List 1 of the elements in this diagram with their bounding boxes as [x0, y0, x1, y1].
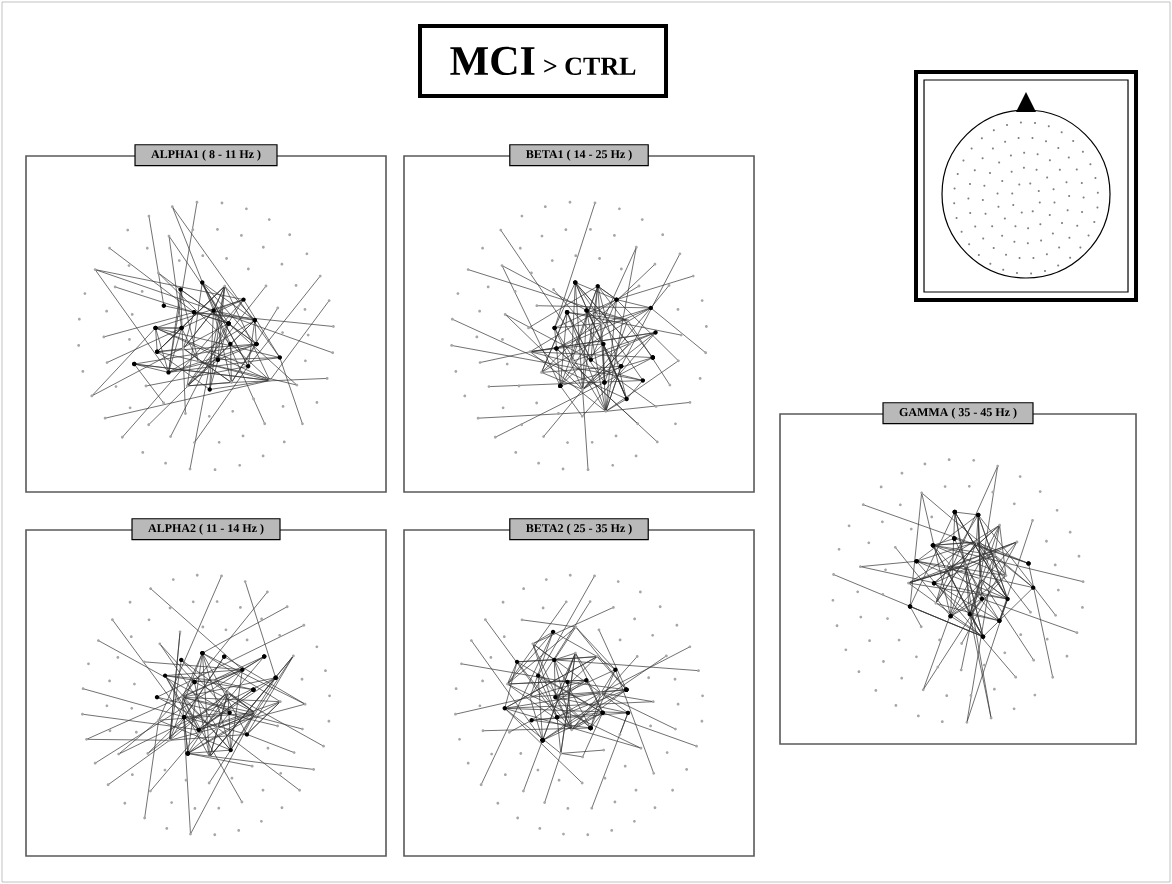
title-box: MCI > CTRL [418, 24, 668, 98]
